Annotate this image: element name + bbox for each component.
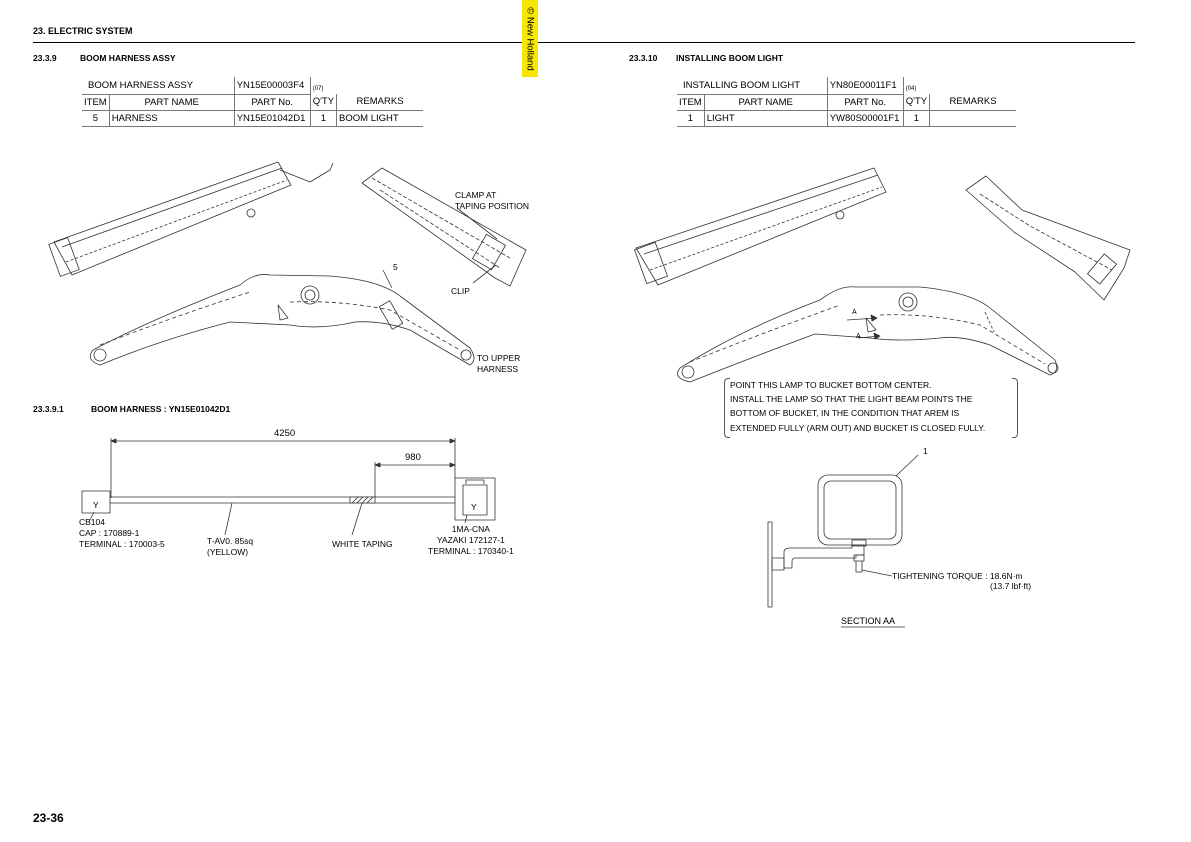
- header-rule: [33, 42, 1135, 43]
- note-line: BOTTOM OF BUCKET, IN THE CONDITION THAT …: [730, 408, 960, 419]
- cell-item: 5: [82, 110, 110, 127]
- label-clamp: CLAMP AT TAPING POSITION: [455, 190, 529, 212]
- assy-revision: (04): [905, 86, 917, 92]
- subsection-title: BOOM HARNESS : YN15E01042D1: [91, 404, 231, 414]
- label-clip: CLIP: [451, 286, 470, 296]
- left-section-number: 23.3.9: [33, 53, 57, 63]
- right-parts-table: INSTALLING BOOM LIGHT YN80E00011F1 (04) …: [677, 77, 1017, 127]
- col-qty: Q'TY: [902, 94, 930, 111]
- assy-number: YN15E00003F4: [233, 77, 311, 95]
- cell-part-name: HARNESS: [108, 110, 235, 127]
- boom-side-view-right: [677, 286, 1059, 383]
- table-header-row: ITEM PART NAME PART No. Q'TY REMARKS: [677, 94, 1017, 111]
- right-section-number: 23.3.10: [629, 53, 658, 63]
- harness-diagram: [81, 438, 496, 536]
- col-remarks: REMARKS: [929, 94, 1017, 111]
- dim-total: 4250: [274, 428, 296, 439]
- cell-part-no: YN15E01042D1: [233, 110, 311, 127]
- assy-number: YN80E00011F1: [826, 77, 904, 95]
- connector-left-spec: CB104 CAP : 170889-1 TERMINAL : 170003-5: [79, 517, 165, 549]
- boom-top-view-left: [48, 161, 334, 277]
- connector-right-spec: 1MA-CNA YAZAKI 172127-1 TERMINAL : 17034…: [428, 524, 514, 556]
- connector-left: [81, 490, 111, 514]
- col-item: ITEM: [82, 94, 110, 111]
- label-item-1: 1: [923, 446, 928, 456]
- col-part-no: PART No.: [826, 94, 904, 111]
- left-section-title: BOOM HARNESS ASSY: [80, 53, 176, 63]
- connector-left-letter: Y: [93, 500, 99, 510]
- connector-right-letter: Y: [471, 502, 477, 512]
- cell-qty: 1: [902, 110, 930, 127]
- boom-end-view: [965, 175, 1131, 301]
- boom-top-view-right: [634, 167, 887, 286]
- note-line: POINT THIS LAMP TO BUCKET BOTTOM CENTER.: [730, 380, 932, 390]
- assy-revision: (07): [312, 86, 324, 92]
- cell-part-no: YW80S00001F1: [826, 110, 904, 127]
- label-torque: TIGHTENING TORQUE : 18.6N·m: [892, 571, 1023, 581]
- marker-a-1: A: [852, 309, 857, 316]
- label-item-5: 5: [393, 262, 398, 272]
- right-section-title: INSTALLING BOOM LIGHT: [676, 53, 784, 63]
- note-line: INSTALL THE LAMP SO THAT THE LIGHT BEAM …: [730, 394, 973, 405]
- cell-remarks: [929, 110, 1017, 127]
- col-part-no: PART No.: [233, 94, 311, 111]
- lamp-section-aa: [767, 454, 919, 628]
- boom-detail-view: [361, 167, 527, 287]
- col-remarks: REMARKS: [336, 94, 424, 111]
- table-header-row: ITEM PART NAME PART No. Q'TY REMARKS: [82, 94, 424, 111]
- boom-side-view-left: [89, 269, 475, 366]
- label-clamp-text: CLAMP AT TAPING POSITION: [455, 190, 529, 211]
- col-item: ITEM: [677, 94, 705, 111]
- label-white-taping: WHITE TAPING: [332, 539, 393, 549]
- assy-name: BOOM HARNESS ASSY: [82, 77, 235, 95]
- col-qty: Q'TY: [309, 94, 337, 111]
- col-part-name: PART NAME: [703, 94, 828, 111]
- assy-name: INSTALLING BOOM LIGHT: [677, 77, 828, 95]
- label-to-upper-harness: TO UPPER HARNESS: [477, 353, 521, 374]
- cell-part-name: LIGHT: [703, 110, 828, 127]
- cell-remarks: BOOM LIGHT: [336, 110, 424, 127]
- table-row: 5 HARNESS YN15E01042D1 1 BOOM LIGHT: [82, 110, 424, 127]
- cell-item: 1: [677, 110, 705, 127]
- subsection-number: 23.3.9.1: [33, 404, 64, 414]
- dim-taping: 980: [405, 452, 421, 463]
- label-torque-imperial: (13.7 lbf·ft): [990, 581, 1032, 591]
- note-line: EXTENDED FULLY (ARM OUT) AND BUCKET IS C…: [730, 422, 986, 433]
- page-number: 23-36: [33, 811, 64, 825]
- chapter-title: 23. ELECTRIC SYSTEM: [33, 26, 133, 36]
- left-parts-table: BOOM HARNESS ASSY YN15E00003F4 (07) ITEM…: [82, 77, 424, 127]
- table-row: 1 LIGHT YW80S00001F1 1: [677, 110, 1017, 127]
- wire-spec: T-AV0. 85sq (YELLOW): [207, 536, 254, 557]
- install-note: POINT THIS LAMP TO BUCKET BOTTOM CENTER.…: [724, 378, 1018, 438]
- label-section-aa: SECTION AA: [841, 616, 896, 626]
- cell-qty: 1: [309, 110, 337, 127]
- watermark-tab: © New Holland: [522, 0, 538, 77]
- col-part-name: PART NAME: [108, 94, 235, 111]
- marker-a-2: A: [856, 333, 861, 340]
